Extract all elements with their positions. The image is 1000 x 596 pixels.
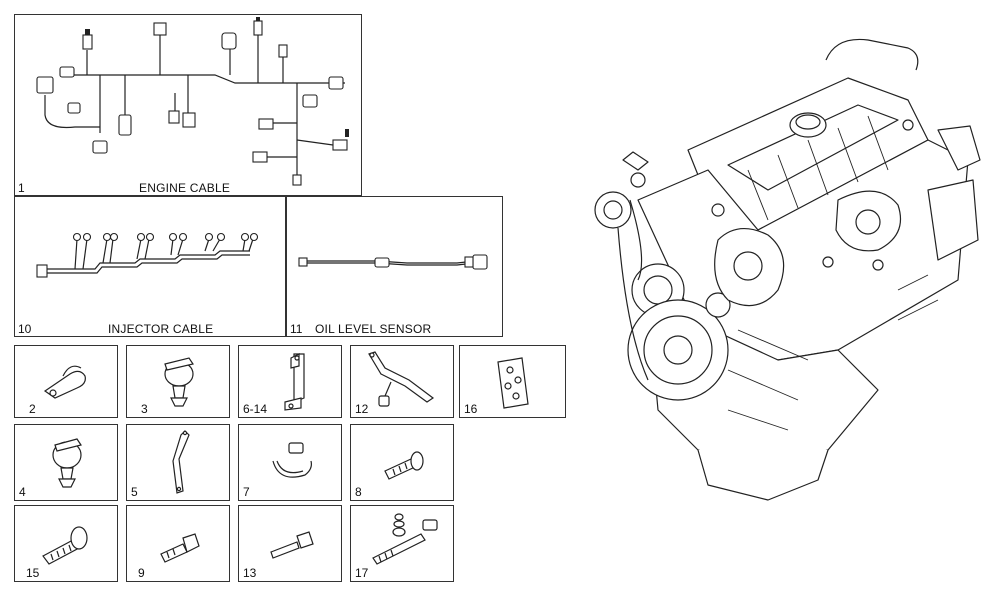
bolt-drawing (160, 533, 200, 563)
clip-drawing (43, 365, 86, 399)
bolt-drawing (42, 526, 88, 565)
engine-illustration (594, 38, 981, 501)
part-number-12: 12 (355, 402, 369, 416)
part-box-3: 3 (126, 345, 230, 418)
tie-mount-drawing (372, 513, 438, 565)
part-number-6-14: 6-14 (243, 402, 268, 416)
part-box-8: 8 (350, 424, 454, 501)
part-number-13: 13 (243, 566, 257, 580)
engine-cable-drawing (36, 17, 349, 186)
part-number-5: 5 (131, 485, 138, 499)
oil-level-sensor-drawing (298, 254, 488, 270)
part-box-9: 9 (126, 505, 230, 582)
panel-oil-level-sensor: 11 OIL LEVEL SENSOR (286, 196, 503, 337)
part-box-4: 4 (14, 424, 118, 501)
engine-cable-caption: ENGINE CABLE (139, 181, 231, 195)
part-box-13: 13 (238, 505, 342, 582)
bracket-drawing (284, 353, 305, 411)
part-number-7: 7 (243, 485, 250, 499)
clamp-drawing (52, 438, 82, 488)
part-box-16: 16 (459, 345, 566, 418)
part-number-17: 17 (355, 566, 369, 580)
part-number-4: 4 (19, 485, 26, 499)
injector-cable-drawing (36, 232, 259, 278)
part-number-10: 10 (18, 322, 32, 336)
part-number-2: 2 (29, 402, 36, 416)
part-number-11: 11 (290, 322, 303, 336)
part-box-5: 5 (126, 424, 230, 501)
part-number-1: 1 (18, 181, 25, 195)
plate-drawing (497, 357, 529, 409)
bolt-drawing (270, 531, 314, 559)
part-number-9: 9 (138, 566, 145, 580)
cable-tie-drawing (272, 442, 312, 478)
injector-cable-caption: INJECTOR CABLE (108, 322, 214, 336)
part-number-16: 16 (464, 402, 478, 416)
oil-level-sensor-caption: OIL LEVEL SENSOR (315, 322, 432, 336)
part-box-2: 2 (14, 345, 118, 418)
part-number-8: 8 (355, 485, 362, 499)
panel-engine-cable: 1 ENGINE CABLE (14, 14, 362, 196)
bent-bracket-drawing (368, 351, 435, 407)
part-box-17: 17 (350, 505, 454, 582)
part-number-3: 3 (141, 402, 148, 416)
part-box-15: 15 (14, 505, 118, 582)
strap-bracket-drawing (172, 430, 190, 494)
part-number-15: 15 (26, 566, 40, 580)
part-box-12: 12 (350, 345, 454, 418)
part-box-6-14: 6-14 (238, 345, 342, 418)
screw-drawing (384, 451, 424, 480)
panel-injector-cable: 10 INJECTOR CABLE (14, 196, 286, 337)
clamp-drawing (164, 357, 194, 407)
part-box-7: 7 (238, 424, 342, 501)
